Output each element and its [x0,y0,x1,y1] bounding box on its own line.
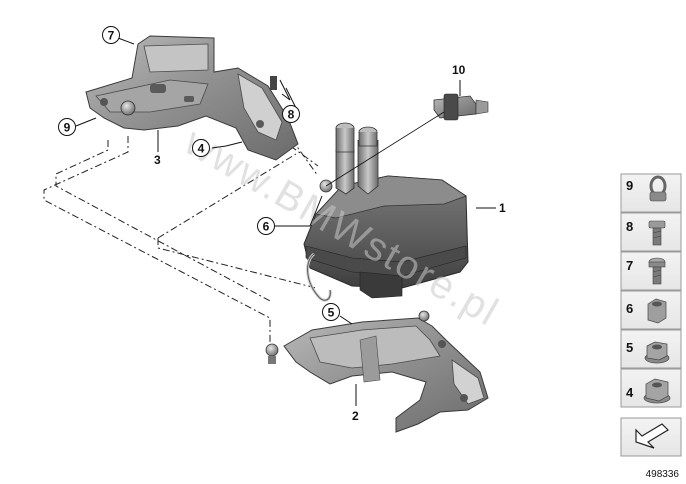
legend-number: 9 [626,178,633,193]
fastener-legend: 9 8 7 [620,173,682,457]
callout-9: 9 [58,118,76,136]
callout-6: 6 [257,217,275,235]
legend-item: 5 [620,329,682,369]
legend-item: 8 [620,212,682,252]
legend-number: 5 [626,340,633,355]
callout-label: 8 [288,108,295,122]
legend-number: 4 [626,385,634,400]
callout-8: 8 [282,105,300,123]
assembly-lines [43,83,319,344]
legend-number: 6 [626,301,633,316]
legend-item: 9 [620,173,682,213]
callout-1: 1 [499,201,506,215]
callout-label: 5 [328,306,335,320]
callout-5: 5 [322,303,340,321]
reference-number: 498336 [646,469,680,480]
legend-item: 4 [620,368,682,408]
legend-item: 7 [620,251,682,291]
callout-3: 3 [154,153,161,167]
callout-7: 7 [102,26,120,44]
legend-arrow-box [620,417,682,457]
callout-label: 4 [198,142,205,156]
legend-item: 6 [620,290,682,330]
torx-screw-icon [648,257,666,285]
callout-label: 1 [499,201,506,215]
pressure-sensor [433,80,489,121]
callout-label: 9 [64,121,71,135]
callout-label: 2 [352,409,359,423]
flange-nut-icon [643,378,671,404]
view-arrow-icon [635,423,669,449]
upper-bracket [85,35,299,161]
lower-bracket [265,310,489,433]
callout-label: 3 [154,153,161,167]
hex-nut-icon [647,298,667,324]
callout-label: 6 [263,220,270,234]
callout-label: 10 [452,63,466,77]
callout-2: 2 [352,409,359,423]
callout-10: 10 [452,63,466,77]
hex-screw-icon [648,220,666,246]
clip-nut-icon [649,175,667,202]
callout-4: 4 [192,139,210,157]
fuel-tank-canister [303,111,469,302]
leader-lines [75,37,496,406]
legend-number: 7 [626,258,633,273]
legend-number: 8 [626,219,633,234]
collar-nut-icon [644,341,670,364]
callout-label: 7 [108,29,115,43]
